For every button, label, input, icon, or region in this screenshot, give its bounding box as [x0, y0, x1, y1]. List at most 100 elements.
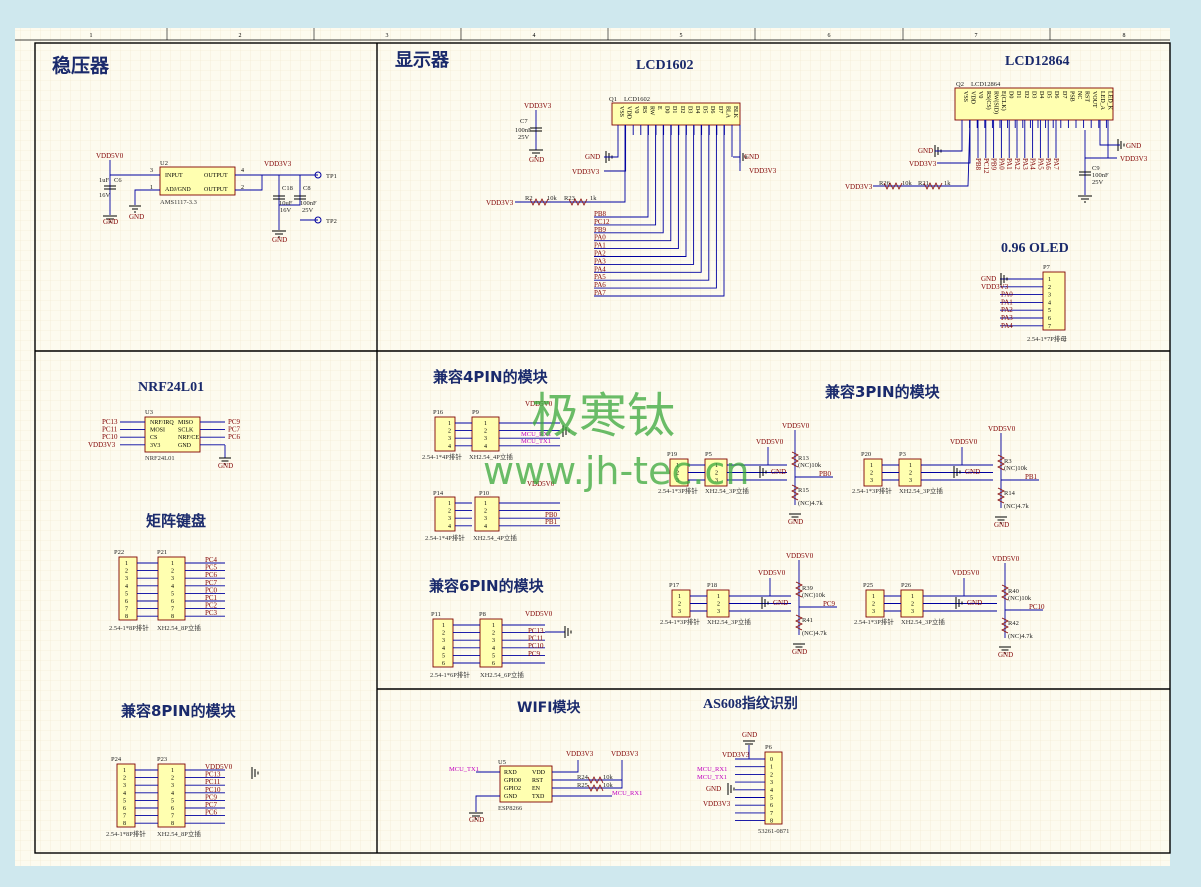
lcd1602-gnd-c7: GND: [529, 156, 544, 164]
compat8-r-num-5: 6: [171, 806, 174, 812]
keypad-net-3: PC7: [205, 579, 218, 587]
p23-ref: P23: [157, 756, 167, 763]
nrf-title: NRF24L01: [138, 380, 204, 395]
wifi-rpin-0: VDD: [532, 770, 546, 776]
compat3-b3-rd-val: (NC)4.7k: [1008, 633, 1033, 640]
lcd12864-net-9: PA6: [1044, 158, 1052, 170]
lcd12864-pin-12: D6: [1053, 91, 1059, 98]
r21-ref: R21: [918, 180, 929, 187]
oled-net-5: PA3: [1001, 314, 1013, 322]
keypad-r-num-0: 1: [171, 561, 174, 567]
c6-ref: C6: [114, 177, 122, 184]
keypad-r-num-4: 5: [171, 591, 174, 597]
lcd1602-net-10: PA7: [594, 289, 606, 297]
compat3-b3-rnum-2: 3: [911, 609, 914, 615]
compat3-b1-lnum-1: 2: [870, 471, 873, 477]
compat3-b1-vdd-r: VDD5V0: [988, 425, 1016, 433]
compat3-b3-resistors: [1001, 584, 1009, 634]
compat8-xh: XH2.54_8P立插: [157, 829, 201, 838]
compat6-gnd-symbol: [564, 626, 572, 638]
keypad-l-num-7: 8: [125, 614, 128, 620]
lcd1602-pin-11: D5: [702, 106, 708, 113]
nrf-rpin-0: MISO: [178, 420, 194, 426]
compat3-b2-xh: XH2.54_3P立插: [707, 617, 751, 626]
keypad-l-num-1: 2: [125, 569, 128, 575]
keypad-l-num-2: 3: [125, 576, 128, 582]
lcd12864-title: LCD12864: [1005, 54, 1070, 69]
ruler-2: 2: [239, 33, 242, 39]
compat4-b1-lnum-1: 2: [448, 509, 451, 515]
ruler-1: 1: [90, 33, 93, 39]
u3-ref: U3: [145, 409, 153, 416]
compat6-r-num-3: 4: [492, 646, 495, 652]
q2-ref: Q2: [956, 81, 964, 88]
as608-num-5: 5: [770, 796, 773, 802]
compat3-b1-gnd-h: GND: [965, 468, 980, 476]
c8-v: 25V: [302, 207, 314, 214]
tp2-label: TP2: [326, 218, 337, 225]
compat3-b3-vdd-h: VDD5V0: [952, 569, 980, 577]
lcd12864-pin-16: RST: [1084, 91, 1090, 102]
compat3-b2-gnd-h: GND: [773, 599, 788, 607]
compat3-b2-pa-ref: P17: [669, 582, 680, 589]
u2-part: AMS1117-3.3: [160, 199, 197, 206]
as608-circuit: P6 012345678GNDVDD3V3MCU_RX1MCU_TX1GNDVD…: [697, 731, 789, 835]
p7-part: 2.54-1*7P排母: [1027, 334, 1067, 343]
q2-part: LCD12864: [971, 81, 1001, 88]
compat3-b3-out-net: PC10: [1029, 603, 1045, 611]
nrf-rpin-2: NRF/CE: [178, 435, 199, 441]
p6-part: 53261-0871: [758, 828, 789, 835]
as608-pins: 012345678GNDVDD3V3MCU_RX1MCU_TX1GNDVDD3V…: [697, 731, 773, 825]
compat3-b1-pa-body: [863, 458, 883, 487]
compat3-b2-ru-val: (NC)10k: [802, 592, 826, 599]
c4-net-pb1: PB1: [545, 518, 558, 526]
compat6-r-num-0: 1: [492, 623, 495, 629]
compat3-b0-rd-ref: R15: [798, 487, 809, 494]
compat3-b0-gnd-r: GND: [788, 518, 803, 526]
u2-ref: U2: [160, 160, 168, 167]
lcd12864-pin-5: E(CLK): [1000, 91, 1007, 111]
wifi-rpin-3: TXD: [532, 794, 545, 800]
p11-ref: P11: [431, 611, 441, 618]
compat3-b2-ru-ref: R39: [802, 585, 813, 592]
keypad-r-num-7: 8: [171, 614, 174, 620]
compat6-l-num-4: 5: [442, 653, 445, 659]
compat8-l-num-0: 1: [123, 768, 126, 774]
nrf-gnd-symbol: [219, 457, 231, 465]
compat3-b0-rnum-1: 2: [715, 471, 718, 477]
lcd1602-pin-9: D3: [686, 106, 692, 113]
p14-ref: P14: [433, 490, 444, 497]
compat3-b0-ru-val: (NC)10k: [798, 462, 822, 469]
keypad-title: 矩阵键盘: [146, 512, 206, 530]
compat3-b2-lnum-0: 1: [678, 594, 681, 600]
c7-val: 100nF: [515, 127, 532, 134]
compat3-b0-vdd-r: VDD5V0: [782, 422, 810, 430]
compat8-net-3: PC10: [205, 786, 221, 794]
compat3-b2-rd-ref: R41: [802, 617, 813, 624]
r24-ref: R24: [577, 774, 589, 781]
lcd1602-pin-3: RS: [641, 106, 647, 113]
lcd12864-net-10: PA7: [1052, 158, 1060, 170]
compat4-b0-lnum-3: 4: [448, 444, 451, 450]
as608-num-4: 4: [770, 788, 773, 794]
compat3-b2-gnd-h-symbol: [761, 597, 769, 609]
lcd12864-net-4: PA1: [1005, 158, 1013, 170]
compat6-r-num-4: 5: [492, 653, 495, 659]
keypad-l-num-0: 1: [125, 561, 128, 567]
compat3-b1-gnd-r-symbol: [995, 516, 1007, 524]
compat3-b0-vdd-h: VDD5V0: [756, 438, 784, 446]
lcd12864-vdd-r: VDD3V3: [1120, 155, 1148, 163]
keypad-net-2: PC6: [205, 571, 218, 579]
nrf-lnet-3: VDD3V3: [88, 441, 116, 449]
compat3-b2-pb-ref: P18: [707, 582, 717, 589]
ruler-7: 7: [975, 33, 978, 39]
lcd1602-vdd-right: VDD3V3: [749, 167, 777, 175]
compat3-b0-resistors: [791, 451, 799, 501]
compat4-b0-rnum-1: 2: [484, 429, 487, 435]
keypad-net-1: PC5: [205, 564, 218, 572]
r26-val: 10k: [902, 180, 913, 187]
lcd12864-net-3: PA0: [997, 158, 1005, 170]
